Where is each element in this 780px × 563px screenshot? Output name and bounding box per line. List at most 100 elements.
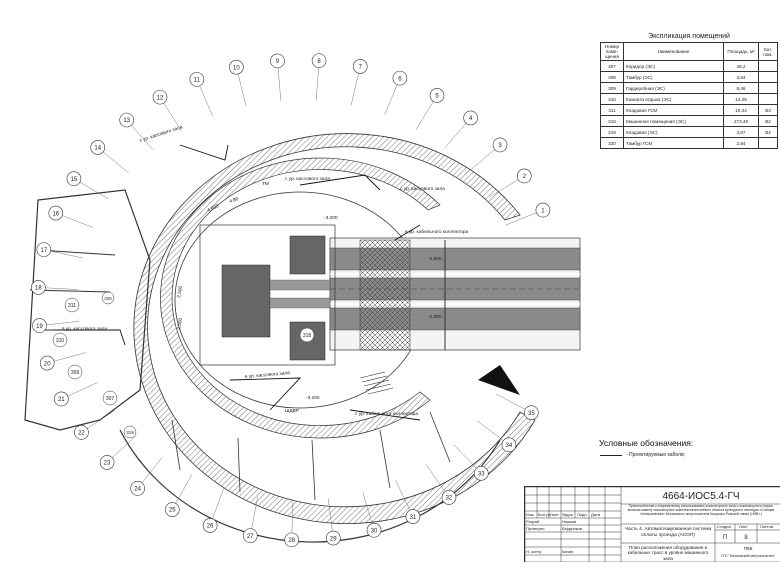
explication-cell: Машинное помещения (ЭС) [623,115,724,127]
axis-marker-circle [311,53,327,68]
tb-part: Часть 4. Автоматизированная система опла… [624,527,712,538]
axis-label: 4 [469,116,473,122]
axis-label: 6 [398,76,402,82]
room-marker [101,291,115,305]
room-marker [67,364,83,380]
room-marker [123,425,137,439]
axis-label: 9 [276,59,280,65]
axis-marker-circle [325,530,341,546]
axis-label: 31 [410,515,417,521]
room-label-307: 307 [106,396,115,402]
elev-4: -2.900 [428,256,442,262]
explication-header: Кат. пом. [758,42,778,61]
axis-label: 8 [317,59,321,65]
explication-header-row: Номер поме-щения Наименование Площадь, м… [600,42,778,61]
axis-marker-circle [39,355,55,371]
axis-marker-circle [74,425,89,440]
explication-cell: 2,84 [723,137,759,149]
axis-label: 10 [233,65,240,71]
axis-label: 30 [371,528,378,534]
explication-header: Наименование [623,42,724,61]
axis-marker-circle [524,405,539,420]
cable-route-2 [299,174,381,191]
outer-ring-wall [133,133,536,524]
middle-ring-wall [160,157,441,439]
axis-label: 11 [194,78,201,84]
lower-partition-2 [237,437,241,493]
tb-col-list: Лист [550,512,559,517]
explication-cell: 10,34 [723,104,759,116]
axis-label: 25 [169,508,176,514]
note-kass2: с ур. кассового зала [285,177,330,182]
tb-org1: ПКБ [744,546,753,551]
explication-title: Экспликация помещений [648,33,730,40]
explication-cell: 310 [600,93,624,105]
lower-partition-3 [311,439,316,501]
tb-col-izm: Изм. [526,512,535,517]
drive-unit-1 [221,264,271,338]
axis-marker-circle [366,522,382,538]
axis-marker-circle [284,532,299,548]
label-tm: ТМ [262,181,269,187]
tb-role-nkontr: Н. контр. [526,549,543,554]
tb-sheet-title: План расположения оборудования и кабельн… [627,545,709,561]
lower-partition-1 [171,419,181,471]
note-kass1: с ур. кассового зала [139,125,184,144]
room-marker [64,297,80,313]
axis-marker-circle [36,242,52,257]
tb-role-proveril: Проверил [526,526,545,531]
note-kab1: в ур. кабельного коллектора [405,229,469,235]
dim-2: 4.80 [229,196,240,205]
axis-marker-circle [90,140,106,155]
explication-header: Номер поме-щения [600,42,624,61]
axis-label: 2 [523,174,527,180]
room-marker [299,327,315,343]
tb-name-proveril: Бердников [562,526,582,531]
axis-marker-circle [66,171,82,187]
drawing-code: 4664-ИОС5.4-ГЧ [662,491,739,502]
room-marker [52,332,68,348]
note-kab2: с ур. кабельного коллектора [355,411,418,417]
axis-label: 35 [528,411,535,417]
tb-role-razrab: Разраб. [526,519,540,524]
tb-org2: ГУП "Московский метрополитен" [721,554,776,558]
axis-marker-circle [441,490,457,505]
axis-label: 18 [35,286,42,292]
explication-cell: 13,45 [723,93,759,105]
cable-line-sample [600,454,622,456]
explication-cell: 48,2 [723,60,759,72]
axis-label: 26 [207,524,214,530]
tb-name-razrab: Наумов [562,519,576,524]
axis-label: 19 [36,324,43,330]
machine-room-318 [199,224,336,366]
axis-markers: 1234567891011121314151617181920212223242… [31,53,551,548]
elev-3: -2.900 [428,314,442,320]
explication-cell: В2 [758,115,778,127]
axis-marker-circle [392,70,408,86]
axis-label: 17 [40,248,47,254]
tb-name-nkontr: Канин [562,549,573,554]
cable-route-4 [55,329,126,346]
axis-label: 7 [359,65,363,71]
staircase [359,371,394,395]
axis-marker-circle [405,509,421,524]
cross-hatch-zone [359,239,411,351]
tb-sheet-h: Лист [739,524,748,529]
explication-cell: В3 [758,104,778,116]
label-shdr: ШДВР [285,408,299,414]
axis-marker-circle [242,528,258,543]
axis-marker-circle [517,168,532,184]
explication-cell [758,137,778,149]
room-label-319: 319 [126,430,134,435]
explication-cell: В4 [758,126,778,138]
axis-marker-circle [501,437,517,453]
axis-label: 34 [506,443,513,449]
title-block: Изм. Кол.уч. Лист №док. Подп. Дата Разра… [524,486,780,563]
room-label-320: 320 [104,296,112,301]
legend-item-label: - Проектируемые кабели; [626,452,686,458]
axis-marker-circle [473,466,489,481]
axis-marker-circle [270,53,285,69]
axis-label: 20 [44,361,51,367]
